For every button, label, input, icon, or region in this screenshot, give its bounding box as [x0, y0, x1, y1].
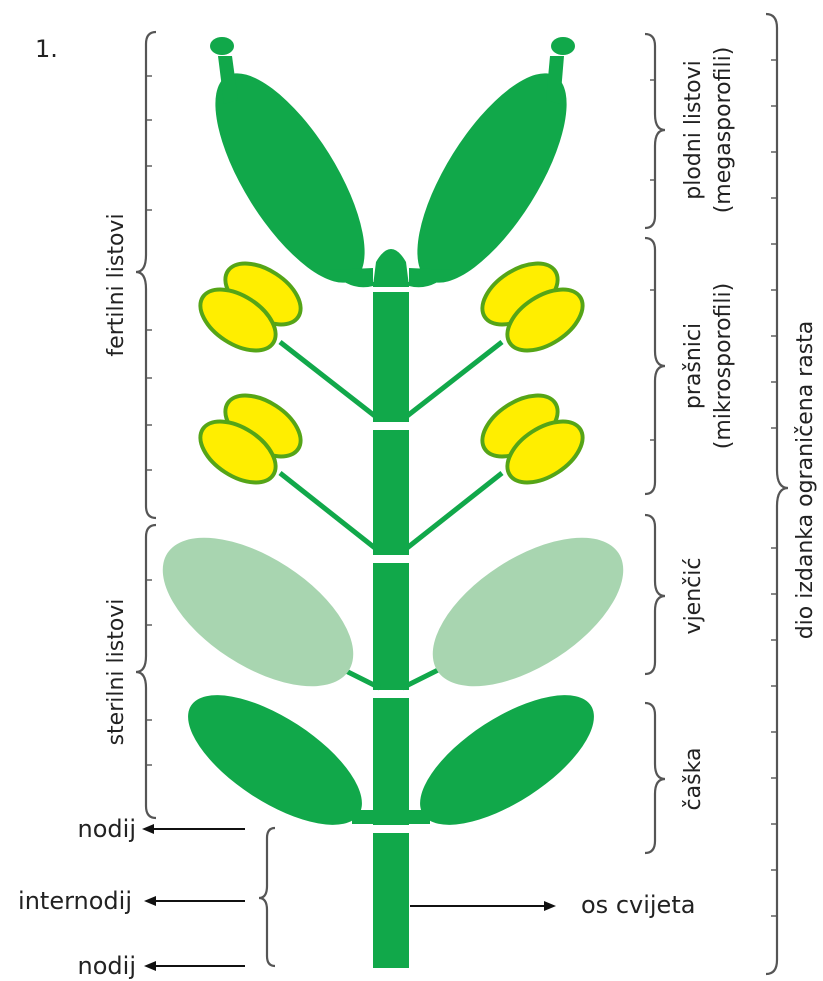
- calyx-label: čaška: [681, 748, 706, 811]
- carpel-right: [389, 52, 594, 304]
- flower-axis-arrow: [410, 901, 556, 911]
- carpel-left: [187, 52, 392, 304]
- shoot-part-brace: [766, 14, 788, 974]
- carpels-sub-label: (megasporofili): [711, 47, 736, 214]
- petal-left: [138, 508, 378, 716]
- shoot-part-label: dio izdanka ograničena rasta: [793, 321, 818, 640]
- sterile-leaves-label: sterilni listovi: [104, 599, 129, 746]
- fertile-leaves-brace: [136, 32, 156, 518]
- anther-lower-left: [190, 383, 312, 495]
- anther-lower-right: [472, 383, 594, 495]
- axis-tip: [373, 249, 409, 286]
- internode-arrow: [144, 896, 245, 906]
- fertile-leaves-label: fertilni listovi: [104, 213, 129, 356]
- node-bottom-label: nodij: [78, 952, 136, 980]
- sepal-right: [400, 670, 613, 849]
- calyx-brace: [645, 703, 665, 853]
- stamens-brace: [645, 238, 665, 494]
- carpels-brace: [645, 34, 665, 228]
- flower-axis-label: os cvijeta: [581, 891, 695, 919]
- stigma-left: [210, 37, 234, 55]
- anther-upper-left: [190, 251, 312, 363]
- stamens-label: prašnici: [681, 323, 706, 409]
- stigma-right: [551, 37, 575, 55]
- corolla-label: vjenčić: [681, 558, 706, 635]
- sepal-left: [168, 670, 381, 849]
- flower-axis-stem: [373, 282, 409, 968]
- anther-upper-right: [472, 251, 594, 363]
- corolla-brace: [645, 515, 665, 674]
- node-bottom-arrow: [144, 961, 245, 971]
- node-top-label: nodij: [78, 815, 136, 843]
- node-top-arrow: [142, 824, 245, 834]
- stamens-sub-label: (mikrosporofili): [711, 283, 736, 449]
- sterile-leaves-brace: [136, 525, 156, 818]
- node-internode-brace: [259, 828, 275, 966]
- petal-right: [408, 508, 648, 716]
- figure-number: 1.: [35, 35, 58, 63]
- carpels-label: plodni listovi: [681, 60, 706, 199]
- internode-label: internodij: [18, 887, 132, 915]
